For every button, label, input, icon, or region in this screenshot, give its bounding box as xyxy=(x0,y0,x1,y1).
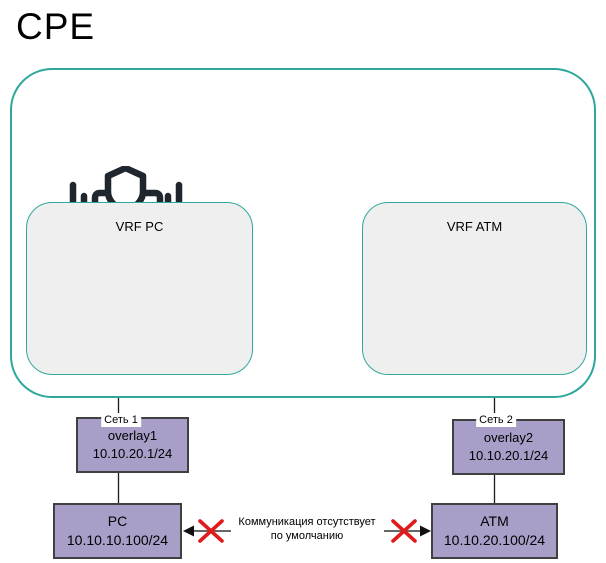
interface-name: overlay2 xyxy=(483,430,534,445)
cpe-container: VRF PC overlay1 10.10.20.1/24 VRF ATM ov… xyxy=(10,68,596,475)
no-comm-note: Коммуникация отсутствует по умолчанию xyxy=(238,516,375,543)
no-comm-note-line2: по умолчанию xyxy=(270,529,344,542)
interface-ip: 10.10.20.1/24 xyxy=(468,448,549,463)
host-name: ATM xyxy=(480,513,509,529)
host-ip: 10.10.10.100/24 xyxy=(66,532,169,548)
vrf-pc-label: VRF PC xyxy=(115,219,164,234)
interface-ip: 10.10.20.1/24 xyxy=(92,446,173,461)
interface-overlay2: overlay2 10.10.20.1/24 xyxy=(452,419,565,475)
no-comm-note-line1: Коммуникация отсутствует xyxy=(238,516,376,528)
vrf-pc-container: VRF PC overlay1 10.10.20.1/24 xyxy=(26,202,253,473)
host-pc: PC 10.10.10.100/24 xyxy=(53,503,182,559)
vrf-atm-label: VRF ATM xyxy=(446,219,503,234)
interface-name: overlay1 xyxy=(107,428,158,443)
host-atm: ATM 10.10.20.100/24 xyxy=(431,503,558,559)
x-mark-left-icon xyxy=(198,519,224,543)
link-label-net1: Сеть 1 xyxy=(101,413,141,427)
arrowhead-left-icon xyxy=(183,525,194,537)
host-ip: 10.10.20.100/24 xyxy=(443,532,546,548)
diagram-title: CPE xyxy=(16,6,96,47)
x-mark-right-icon xyxy=(391,519,417,543)
vrf-atm-container: VRF ATM overlay2 10.10.20.1/24 xyxy=(362,202,587,475)
arrowhead-right-icon xyxy=(420,525,431,537)
host-name: PC xyxy=(107,513,128,529)
link-label-net2: Сеть 2 xyxy=(476,413,516,427)
